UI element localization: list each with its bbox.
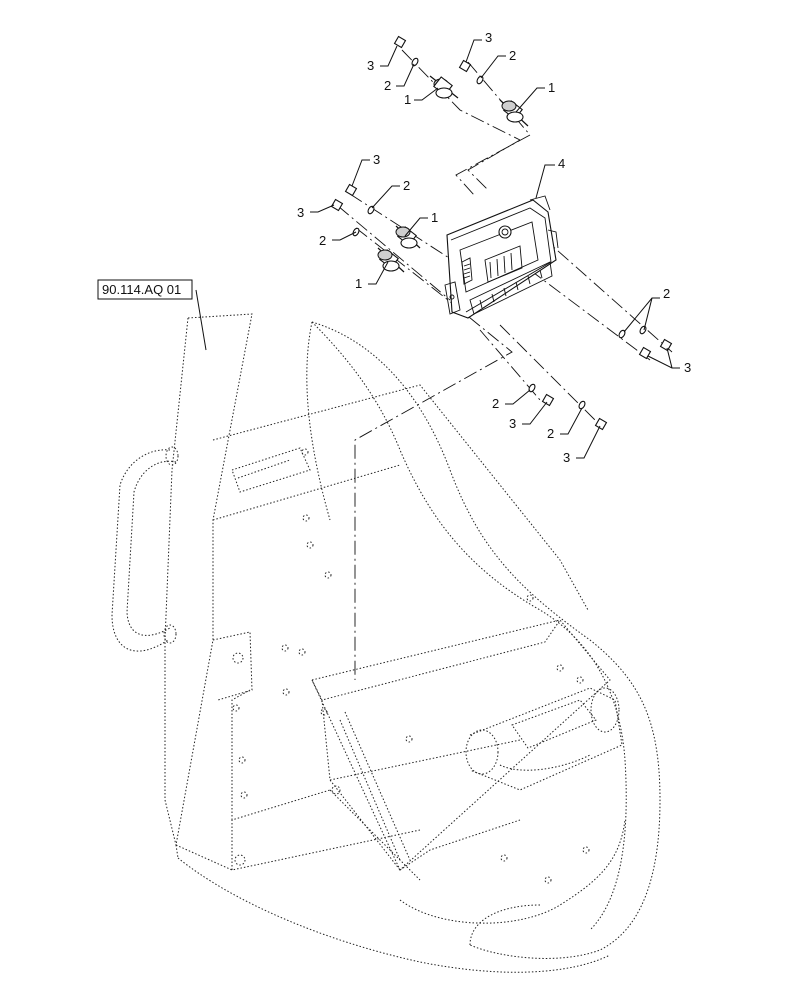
isolator-1c xyxy=(395,225,421,249)
callout-washer: 2 xyxy=(547,426,554,441)
callout-nut: 3 xyxy=(563,450,570,465)
isolator-1b xyxy=(499,99,529,127)
reference-label-box[interactable]: 90.114.AQ 01 xyxy=(97,279,193,300)
callout-washer: 2 xyxy=(492,396,499,411)
cab-structure xyxy=(111,313,661,973)
isolator-1a xyxy=(429,75,459,99)
callout-nut: 3 xyxy=(509,416,516,431)
callout-washer: 2 xyxy=(663,286,670,301)
isolator-1d xyxy=(377,247,405,273)
callout-nut: 3 xyxy=(373,152,380,167)
callout-nut: 3 xyxy=(684,360,691,375)
callout-washer: 2 xyxy=(403,178,410,193)
callout-controller: 4 xyxy=(558,156,565,171)
callout-nut: 3 xyxy=(297,205,304,220)
center-lines xyxy=(337,49,673,680)
callout-isolator: 1 xyxy=(355,276,362,291)
callout-isolator: 1 xyxy=(404,92,411,107)
callout-isolator: 1 xyxy=(548,80,555,95)
callout-washer: 2 xyxy=(384,78,391,93)
callout-nut: 3 xyxy=(367,58,374,73)
electronic-control-module xyxy=(444,195,559,319)
isolator-mounts xyxy=(377,75,529,273)
callouts: 3 2 1 3 2 1 3 3 2 2 1 1 4 2 3 2 3 2 3 xyxy=(297,30,691,465)
callout-washer: 2 xyxy=(509,48,516,63)
reference-label: 90.114.AQ 01 xyxy=(102,282,181,297)
callout-isolator: 1 xyxy=(431,210,438,225)
callout-washer: 2 xyxy=(319,233,326,248)
leader-lines xyxy=(195,39,680,459)
callout-nut: 3 xyxy=(485,30,492,45)
